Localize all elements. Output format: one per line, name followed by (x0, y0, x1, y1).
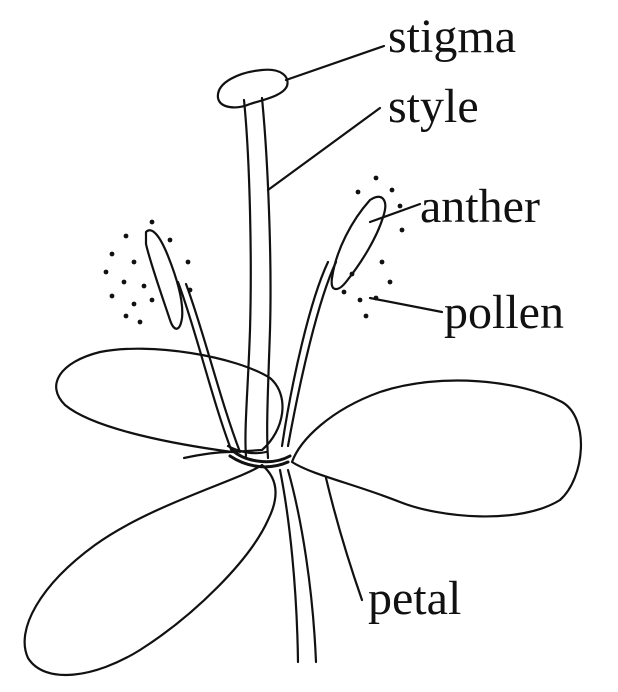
stamen-left (146, 230, 240, 452)
leader-style (268, 108, 380, 190)
pollen-dots-left (104, 220, 193, 325)
filament-left-outer (178, 282, 232, 452)
petal-lower-left (25, 465, 276, 675)
stigma-shape (218, 70, 288, 108)
anther-left (146, 230, 182, 328)
filament-right-inner (282, 262, 328, 446)
labels: stigma style anther pollen petal (368, 10, 564, 625)
petals (25, 349, 581, 675)
label-stigma: stigma (388, 10, 516, 63)
label-pollen: pollen (444, 286, 564, 339)
petal-right (292, 381, 581, 517)
style (244, 98, 271, 458)
label-petal: petal (368, 572, 461, 625)
stem-right-edge (288, 470, 316, 662)
label-style: style (388, 80, 479, 133)
filament-left-inner (186, 284, 240, 452)
style-right-edge (262, 98, 271, 458)
anther-right (332, 197, 386, 289)
petal-fold-line (184, 452, 230, 458)
label-anther: anther (420, 180, 540, 233)
stigma (218, 70, 288, 108)
stem (280, 470, 316, 662)
leader-petal (326, 478, 362, 600)
leader-pollen (370, 298, 442, 312)
leader-stigma (286, 46, 384, 80)
stamen-right (282, 197, 385, 446)
leader-anther (370, 204, 420, 222)
style-left-edge (244, 100, 251, 456)
